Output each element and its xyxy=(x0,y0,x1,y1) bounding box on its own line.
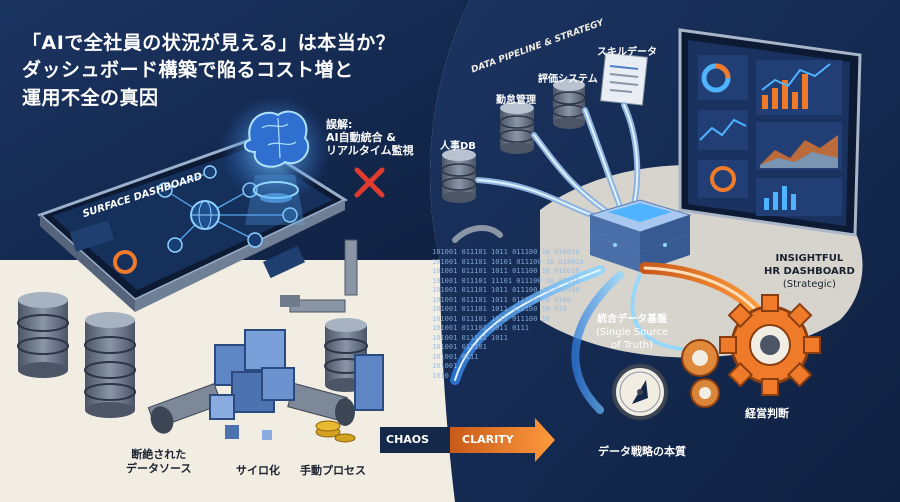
compass-icon xyxy=(612,364,668,420)
binary-line: 101001 011101 10101 011100 10 010010 xyxy=(432,257,584,266)
title-line-2: ダッシュボード構築で陥るコスト増と xyxy=(22,59,354,81)
binary-line: 101001 011101 11101 011100 10 01010 xyxy=(432,276,580,285)
brain-icon xyxy=(243,110,310,168)
chaos-label: CHAOS xyxy=(386,433,430,446)
user-node-icon xyxy=(157,182,173,198)
chaos-to-clarity-arrow xyxy=(380,418,555,462)
pie-widget-icon xyxy=(113,250,137,274)
binary-line: 101001 011101 1011 011100 10 010010 xyxy=(432,286,580,294)
title-line-1: 「AIで全社員の状況が見える」は本当か？ xyxy=(22,32,396,54)
wrong-cross-icon xyxy=(354,167,385,198)
insightful-dashboard-label: INSIGHTFUL HR DASHBOARD (Strategic) xyxy=(764,253,855,290)
management-decision-label: 経営判断 xyxy=(745,407,789,420)
skill-data-label: スキルデータ xyxy=(597,47,657,58)
user-node-icon xyxy=(167,237,183,253)
gears-icon xyxy=(681,294,821,408)
user-node-icon xyxy=(203,165,217,179)
coins-icon xyxy=(315,420,356,443)
data-platform-label: 統合データ基盤 (Single Source of Truth) xyxy=(596,314,669,351)
binary-line: 101001 011101 1011 011100 10 010010 xyxy=(432,248,580,256)
brain-hologram xyxy=(220,95,330,225)
broken-sources-label: 断絶された データソース xyxy=(126,448,192,475)
attendance-label: 勤怠管理 xyxy=(496,95,536,106)
binary-line: 101001 011101 1011 011100 10 xyxy=(432,314,551,323)
binary-line: 101001 011101 1011 011100 10 010010 xyxy=(432,267,580,275)
silo-label: サイロ化 xyxy=(236,464,280,477)
binary-line: 101001 011101 1011 011100 10 010 xyxy=(432,305,567,313)
binary-line: 101001 011101 1011 0111 xyxy=(432,324,529,332)
manual-process-label: 手動プロセス xyxy=(300,464,366,477)
binary-line: 101001 011101 1011 011100 10 0100 xyxy=(432,295,572,304)
binary-line: 101001 0111 xyxy=(432,352,479,361)
binary-line: 101001 xyxy=(432,362,458,370)
source-databases xyxy=(441,52,648,203)
hr-db-label: 人事DB xyxy=(440,141,476,152)
user-node-icon xyxy=(282,207,298,223)
misconception-label: 誤解: AI自動統合 & リアルタイム監視 xyxy=(326,118,414,157)
clarity-label: CLARITY xyxy=(462,433,514,446)
broken-source-databases xyxy=(17,292,368,418)
silo-blocks xyxy=(209,329,384,440)
insight-dashboard-monitor xyxy=(678,28,862,237)
user-node-icon xyxy=(247,232,263,248)
binary-line: 1010 xyxy=(432,371,449,380)
evaluation-system-label: 評価システム xyxy=(538,74,598,85)
data-streams xyxy=(450,262,766,414)
binary-line: 101001 011101 xyxy=(432,343,487,351)
broken-pipes xyxy=(147,239,358,434)
skill-document-icon xyxy=(600,52,648,106)
binary-line: 101001 011101 1011 xyxy=(432,333,508,342)
data-strategy-essence-label: データ戦略の本質 xyxy=(598,445,686,458)
title-line-3: 運用不全の真因 xyxy=(22,87,159,109)
